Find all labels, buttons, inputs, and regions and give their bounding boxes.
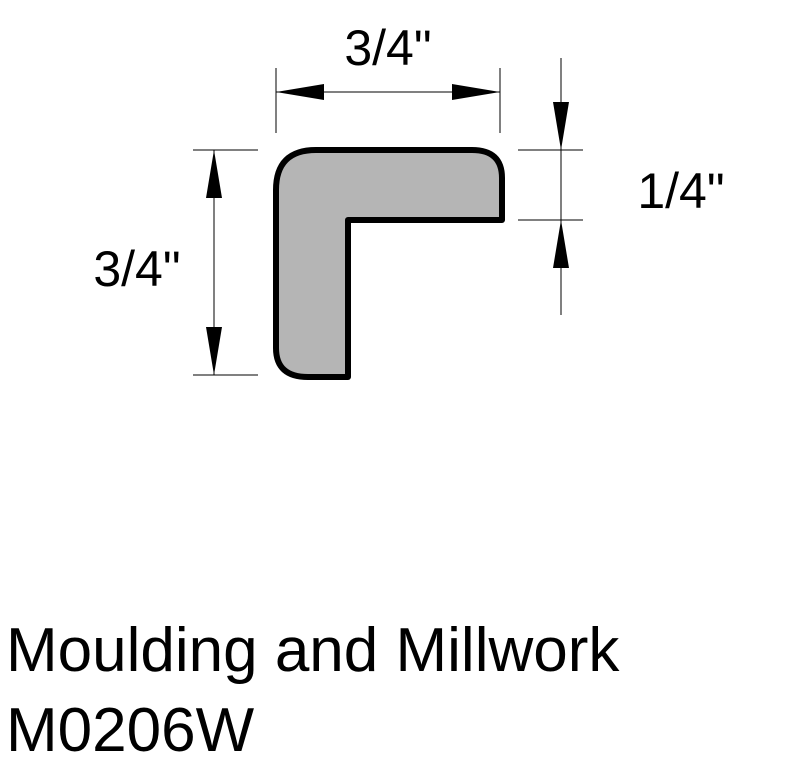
thickness-dimension bbox=[518, 58, 583, 315]
thickness-arrow-bottom bbox=[553, 220, 569, 268]
height-dimension-label: 3/4" bbox=[93, 241, 180, 297]
moulding-profile-shape bbox=[273, 147, 505, 380]
caption-part-number: M0206W bbox=[6, 696, 255, 765]
caption-title: Moulding and Millwork bbox=[6, 616, 620, 685]
thickness-arrow-top bbox=[553, 102, 569, 150]
height-arrow-top bbox=[206, 150, 222, 198]
height-arrow-bottom bbox=[206, 327, 222, 375]
width-dimension-label: 3/4" bbox=[344, 20, 431, 76]
width-arrow-left bbox=[276, 84, 324, 100]
thickness-dimension-label: 1/4" bbox=[637, 163, 724, 219]
width-dimension bbox=[275, 68, 501, 133]
height-dimension bbox=[193, 149, 258, 376]
width-arrow-right bbox=[452, 84, 500, 100]
